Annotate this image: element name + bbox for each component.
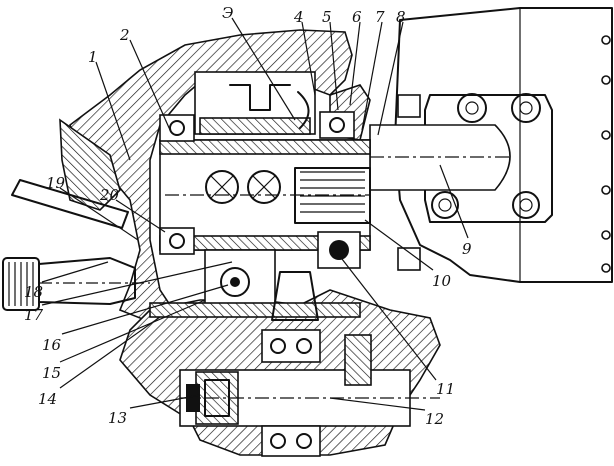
handle-assembly xyxy=(2,179,150,311)
callout-5: 5 xyxy=(322,8,332,26)
callout-16: 16 xyxy=(42,336,62,354)
callout-labels: 1 2 Э 4 5 6 7 8 9 10 11 12 13 14 15 16 1… xyxy=(24,4,472,428)
flange-bolts xyxy=(397,94,421,271)
callout-14: 14 xyxy=(38,390,57,408)
callout-7: 7 xyxy=(375,8,385,26)
callout-3: Э xyxy=(222,4,233,22)
callout-12: 12 xyxy=(425,410,444,428)
callout-10: 10 xyxy=(432,272,452,290)
output-shaft xyxy=(369,124,511,191)
callout-13: 13 xyxy=(108,409,127,427)
bearings-upper xyxy=(159,111,361,269)
lower-gear-assembly xyxy=(149,249,361,321)
callout-9: 9 xyxy=(462,240,472,258)
upper-gear-block xyxy=(194,71,316,135)
callout-15: 15 xyxy=(42,364,61,382)
callout-1: 1 xyxy=(88,48,98,66)
callout-18: 18 xyxy=(24,283,43,301)
callout-4: 4 xyxy=(293,8,304,26)
lower-shaft xyxy=(179,329,440,457)
callout-17: 17 xyxy=(24,306,44,324)
callout-2: 2 xyxy=(119,26,130,44)
leader-lines xyxy=(41,17,469,411)
callout-19: 19 xyxy=(46,174,66,192)
callout-20: 20 xyxy=(99,186,120,204)
callout-8: 8 xyxy=(396,8,406,26)
callout-6: 6 xyxy=(352,8,362,26)
callout-11: 11 xyxy=(436,380,455,398)
